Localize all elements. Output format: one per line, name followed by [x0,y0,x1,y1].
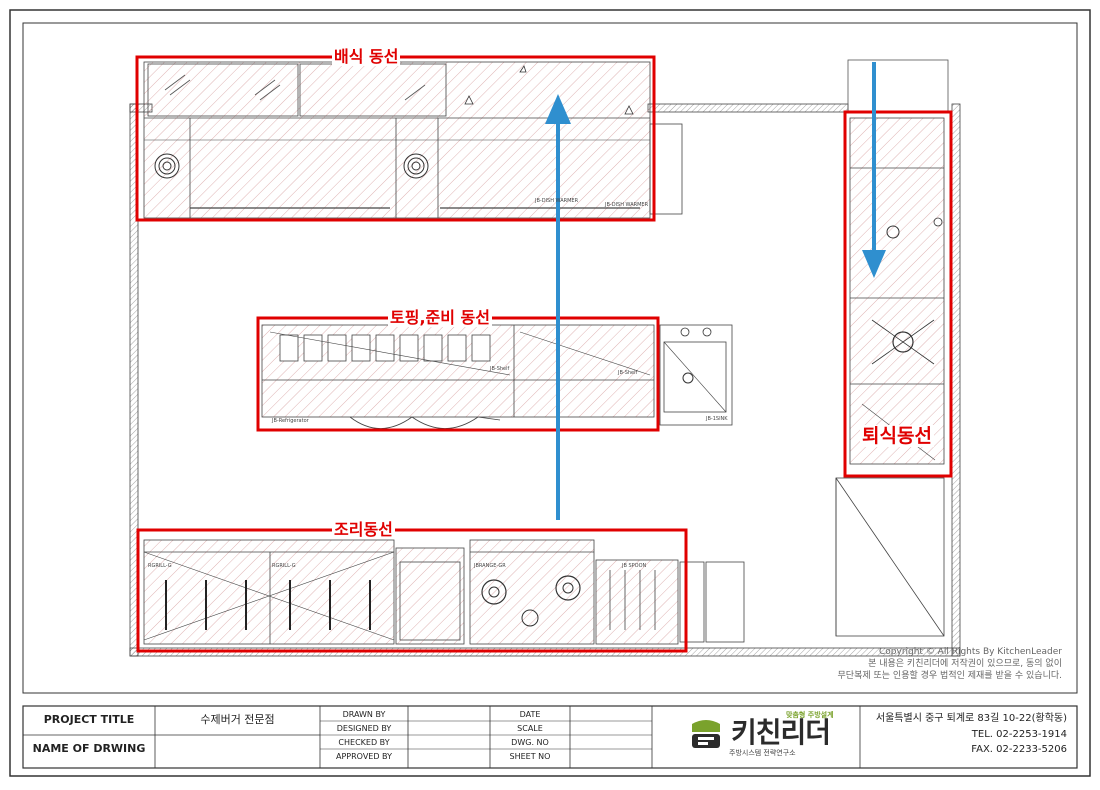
refrigerated-prep-table [261,324,655,429]
label-grill-1: RGRILL-G [148,563,172,569]
drawn-by-label: DRAWN BY [342,710,386,719]
zone-return-outline [843,110,953,478]
label-refrigerator: JB-Refrigerator [272,418,309,424]
zone-cooking-outline [136,528,688,653]
company-address: 서울특별시 중구 퇴계로 83길 10-22(황학동) [875,713,1067,724]
company-fax: FAX. 02-2233-5206 [971,744,1067,755]
label-shelf-2: JB-Shelf [618,370,638,376]
label-range: JBRANGE-GR [474,563,506,569]
title-block-grid [22,705,1078,769]
sink-unit [659,324,733,426]
flow-arrow-up-head [545,94,571,124]
approved-by-label: APPROVED BY [335,752,392,761]
kitchenleader-logo-icon [688,718,724,752]
outer-frame [9,9,1091,777]
zone-label-cooking: 조리동선 [332,520,395,539]
scale-label: SCALE [517,724,543,733]
drawing-name-label: NAME OF DRWING [32,742,146,755]
zone-label-return: 퇴식동선 [860,425,934,447]
dish-warmer-counter [143,61,651,219]
company-tel: TEL. 02-2253-1914 [971,729,1067,740]
side-cabinet [649,123,683,215]
logo-subtitle: 주방시스템 전략연구소 [729,749,796,757]
copyright-line-1: Copyright © All Rights By KitchenLeader [878,647,1062,657]
sheet-no-label: SHEET NO [509,752,551,761]
flow-arrow-down-head [862,250,886,278]
logo-tagline: 맞춤형 주방설계 [786,711,834,719]
dishwashing-station [849,117,945,465]
zone-label-serving: 배식 동선 [332,47,401,66]
label-sink: JB-1SINK [706,416,728,422]
label-dish-warmer-1: JB-DISH WARMER [535,198,579,204]
label-shelf-1: JB-Shelf [490,366,510,372]
logo-name: 키친리더 [731,716,831,749]
door-area [835,477,945,637]
copyright-notice: Copyright © All Rights By KitchenLeader … [762,646,1062,682]
project-title-value: 수제버거 전문점 [200,713,275,726]
title-block: PROJECT TITLE NAME OF DRWING 수제버거 전문점 DR… [23,706,1077,768]
inner-frame [22,22,1078,694]
project-title-label: PROJECT TITLE [43,713,135,726]
cooking-line [143,539,745,645]
copyright-line-2: 본 내용은 키친리더에 저작권이 있으므로, 동의 없이 [868,659,1062,669]
designed-by-label: DESIGNED BY [336,724,392,733]
zone-label-topping: 토핑,준비 동선 [388,308,492,327]
label-grill-2: RGRILL-G [272,563,296,569]
label-dish-warmer-2: JB-DISH WARMER [605,202,649,208]
checked-by-label: CHECKED BY [338,738,390,747]
date-label: DATE [519,710,541,719]
label-burner: JB SPOON [622,563,647,569]
dwg-no-label: DWG. NO [511,738,549,747]
copyright-line-3: 무단복제 또는 인용할 경우 법적인 제재를 받을 수 있습니다. [837,671,1062,681]
